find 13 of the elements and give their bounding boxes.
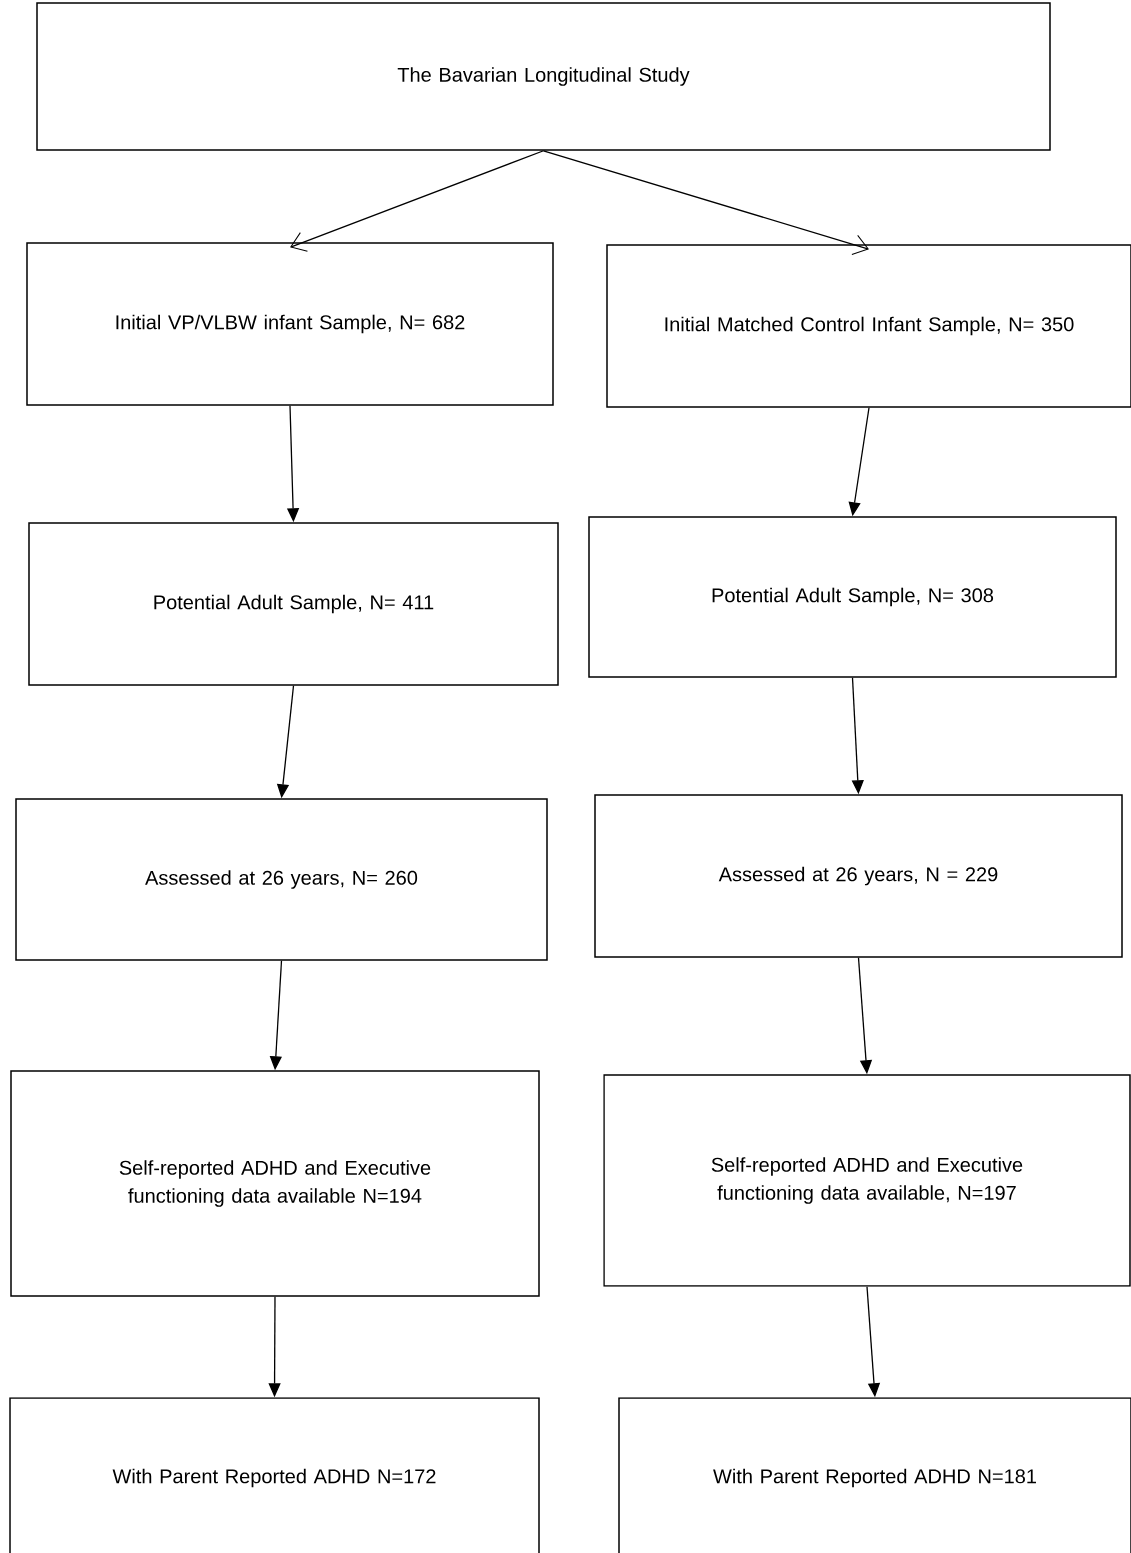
process-box: Potential Adult Sample, N= 411 bbox=[28, 522, 559, 686]
arrow bbox=[290, 150, 545, 252]
process-box: Potential Adult Sample, N= 308 bbox=[588, 516, 1117, 678]
process-box: Self-reported ADHD and Executive functioning data available N=194 bbox=[10, 1070, 540, 1297]
process-box: With Parent Reported ADHD N=181 bbox=[618, 1397, 1131, 1553]
process-box: Initial Matched Control Infant Sample, N= 350 bbox=[606, 244, 1131, 408]
arrow bbox=[542, 150, 869, 256]
process-box: Assessed at 26 years, N= 260 bbox=[15, 798, 548, 961]
process-box: The Bavarian Longitudinal Study bbox=[36, 2, 1051, 151]
process-box: Initial VP/VLBW infant Sample, N= 682 bbox=[26, 242, 554, 406]
process-box: With Parent Reported ADHD N=172 bbox=[9, 1397, 540, 1553]
process-box: Self-reported ADHD and Executive functioning data available, N=197 bbox=[603, 1074, 1131, 1287]
process-box: Assessed at 26 years, N = 229 bbox=[594, 794, 1123, 958]
